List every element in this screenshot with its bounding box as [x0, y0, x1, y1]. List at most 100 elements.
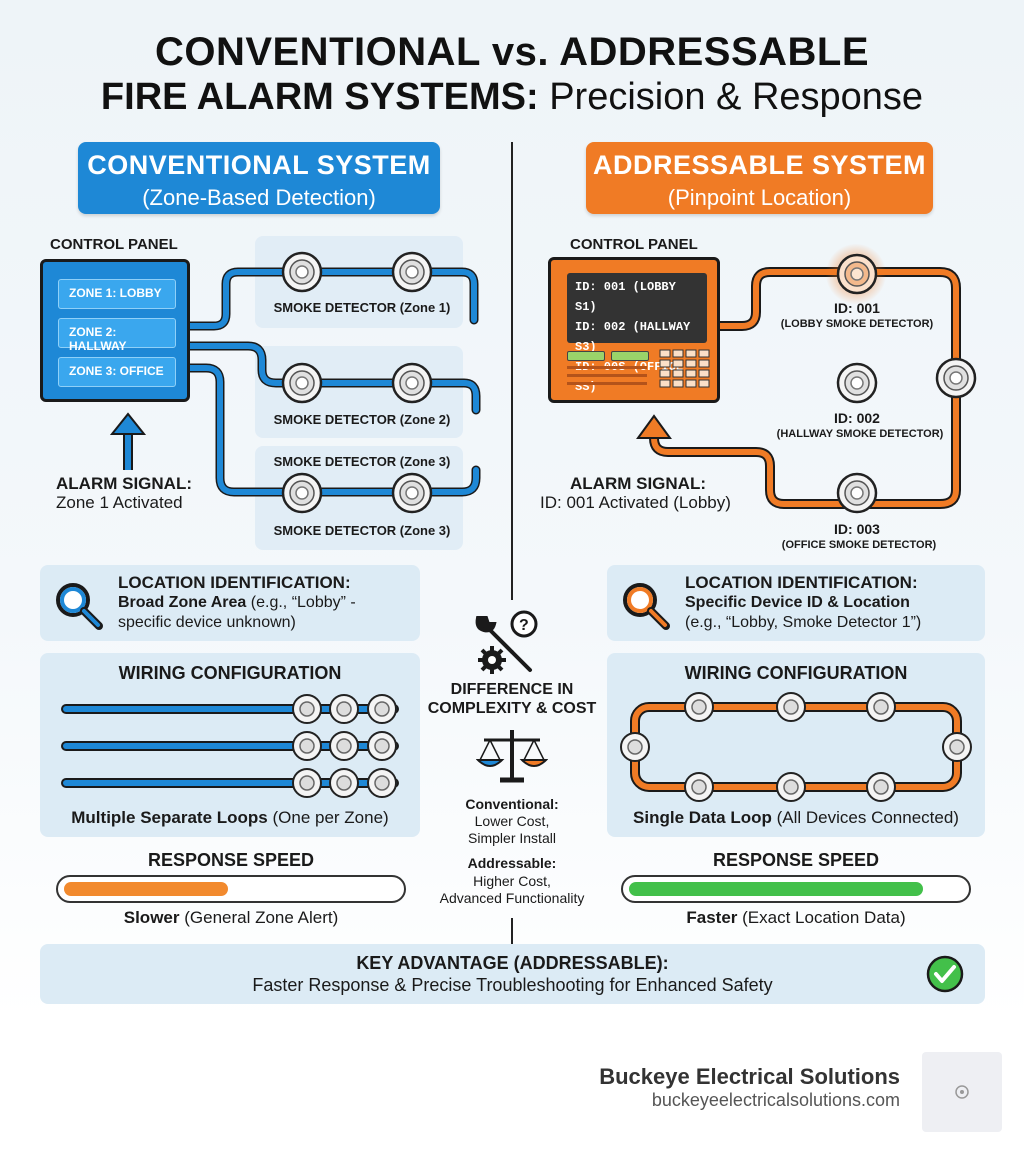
smoke-detector-icon	[935, 357, 977, 399]
smoke-detector-icon	[281, 251, 323, 293]
title-light-part: Precision & Response	[549, 76, 924, 118]
zone-2-indicator: ZONE 2: HALLWAY	[58, 318, 176, 353]
separate-loops-diagram	[61, 694, 399, 798]
center-divider	[511, 142, 513, 600]
detector-label-zone2: SMOKE DETECTOR (Zone 2)	[273, 412, 451, 427]
smoke-detector-icon	[391, 362, 433, 404]
difference-line2: COMPLEXITY & COST	[427, 700, 597, 717]
addressable-alarm-label: ALARM SIGNAL:	[570, 474, 706, 493]
page-title-line2: FIRE ALARM SYSTEMS: Precision & Response	[0, 76, 1024, 119]
magnifying-glass-icon	[623, 583, 670, 630]
conventional-response-fill	[64, 882, 228, 896]
addressable-header: ADDRESSABLE SYSTEM (Pinpoint Location)	[586, 142, 933, 214]
device-001-desc: (LOBBY SMOKE DETECTOR)	[780, 318, 934, 330]
conventional-response-title: RESPONSE SPEED	[147, 850, 315, 870]
addressable-wiring-card: WIRING CONFIGURATION Single Data Loop (A…	[607, 653, 985, 837]
conventional-panel-label: CONTROL PANEL	[50, 236, 178, 253]
addressable-header-title: ADDRESSABLE SYSTEM	[592, 150, 927, 180]
page-title-line1: CONVENTIONAL vs. ADDRESSABLE	[154, 30, 870, 74]
addressable-panel-label: CONTROL PANEL	[570, 236, 698, 253]
conventional-wiring-caption-bold: Multiple Separate Loops	[71, 808, 268, 827]
smoke-detector-icon	[281, 362, 323, 404]
conventional-location-line1: Broad Zone Area (e.g., “Lobby” -	[118, 594, 356, 612]
svg-text:?: ?	[519, 617, 529, 634]
addressable-wiring-caption-bold: Single Data Loop	[633, 808, 772, 827]
conventional-location-bold: Broad Zone Area	[118, 594, 247, 611]
addressable-response-caption: Faster (Exact Location Data)	[621, 908, 971, 928]
logo-mark-icon	[955, 1085, 969, 1099]
detector-label-zone1: SMOKE DETECTOR (Zone 1)	[273, 300, 451, 315]
smoke-detector-icon	[281, 472, 323, 514]
conventional-wiring-caption-rest: (One per Zone)	[272, 808, 389, 827]
smoke-detector-icon	[836, 472, 878, 514]
checkmark-icon	[926, 955, 964, 993]
addressable-header-subtitle: (Pinpoint Location)	[667, 185, 852, 210]
panel-vent-line	[567, 366, 647, 369]
conventional-alarm-label: ALARM SIGNAL:	[56, 474, 192, 493]
addressable-location-card: LOCATION IDENTIFICATION: Specific Device…	[607, 565, 985, 641]
addressable-response-fill	[629, 882, 923, 896]
conventional-wiring-caption: Multiple Separate Loops (One per Zone)	[40, 808, 420, 828]
addressable-wiring-caption: Single Data Loop (All Devices Connected)	[607, 808, 985, 828]
tools-icon: ?	[475, 610, 538, 674]
difference-line1: DIFFERENCE IN	[450, 681, 574, 698]
conventional-cost-label: Conventional:	[465, 796, 559, 812]
conventional-location-title: LOCATION IDENTIFICATION:	[118, 573, 351, 592]
addressable-location-title: LOCATION IDENTIFICATION:	[685, 573, 918, 592]
conventional-location-card: LOCATION IDENTIFICATION: Broad Zone Area…	[40, 565, 420, 641]
key-advantage-text: Faster Response & Precise Troubleshootin…	[252, 975, 773, 995]
conventional-wiring-card: WIRING CONFIGURATION Multiple Separate L…	[40, 653, 420, 837]
company-logo	[922, 1052, 1002, 1132]
conventional-header-title: CONVENTIONAL SYSTEM	[87, 150, 431, 180]
footer-url[interactable]: buckeyeelectricalsolutions.com	[651, 1090, 900, 1110]
keypad-icon	[659, 349, 710, 388]
title-bold-part: FIRE ALARM SYSTEMS:	[100, 76, 539, 118]
conventional-header-subtitle: (Zone-Based Detection)	[142, 185, 376, 210]
conventional-alarm-value: Zone 1 Activated	[56, 493, 183, 512]
status-led-bar	[567, 351, 605, 361]
conventional-response-bar	[56, 875, 406, 903]
screen-line: ID: 001 (LOBBY S1)	[575, 280, 676, 314]
panel-display-screen: ID: 001 (LOBBY S1) ID: 002 (HALLWAY S3) …	[567, 273, 707, 394]
conventional-location-line2: specific device unknown)	[118, 614, 296, 631]
footer-company: Buckeye Electrical Solutions	[599, 1064, 900, 1089]
conventional-wiring-title: WIRING CONFIGURATION	[118, 663, 342, 683]
conventional-response-rest: (General Zone Alert)	[184, 908, 339, 927]
conventional-wiring-diagram	[109, 267, 481, 497]
conventional-control-panel: ZONE 1: LOBBY ZONE 2: HALLWAY ZONE 3: OF…	[40, 259, 190, 402]
panel-vent-line	[567, 382, 647, 385]
single-loop-diagram	[620, 692, 972, 802]
scales-icon	[476, 730, 548, 783]
smoke-detector-icon	[391, 251, 433, 293]
conventional-response-bold: Slower	[123, 908, 180, 927]
addressable-response-bold: Faster	[686, 908, 738, 927]
addressable-response-rest: (Exact Location Data)	[742, 908, 906, 927]
addressable-cost-line1: Higher Cost,	[473, 873, 551, 889]
device-003-desc: (OFFICE SMOKE DETECTOR)	[781, 539, 937, 551]
detector-label-zone3-top: SMOKE DETECTOR (Zone 3)	[273, 454, 451, 469]
addressable-response-title: RESPONSE SPEED	[712, 850, 880, 870]
zone-3-indicator: ZONE 3: OFFICE	[58, 357, 176, 387]
device-003-id: ID: 003	[834, 521, 880, 537]
addressable-wiring-caption-rest: (All Devices Connected)	[776, 808, 959, 827]
conventional-cost-line1: Lower Cost,	[474, 813, 550, 829]
addressable-cost-label: Addressable:	[467, 855, 557, 871]
addressable-response-bar	[621, 875, 971, 903]
detector-label-zone3-bottom: SMOKE DETECTOR (Zone 3)	[273, 523, 451, 538]
addressable-cost-line2: Advanced Functionality	[439, 890, 585, 906]
status-led-bar	[611, 351, 649, 361]
key-advantage-title: KEY ADVANTAGE (ADDRESSABLE):	[356, 953, 669, 973]
conventional-location-rest: (e.g., “Lobby” -	[250, 594, 356, 611]
addressable-wiring-diagram	[636, 267, 961, 509]
zone-1-indicator: ZONE 1: LOBBY	[58, 279, 176, 309]
addressable-control-panel: ID: 001 (LOBBY S1) ID: 002 (HALLWAY S3) …	[548, 257, 720, 403]
smoke-detector-icon	[391, 472, 433, 514]
device-002-id: ID: 002	[834, 410, 880, 426]
addressable-wiring-title: WIRING CONFIGURATION	[684, 663, 908, 683]
panel-vent-line	[567, 374, 647, 377]
smoke-detector-icon	[836, 362, 878, 404]
conventional-header: CONVENTIONAL SYSTEM (Zone-Based Detectio…	[78, 142, 440, 214]
addressable-alarm-value: ID: 001 Activated (Lobby)	[540, 493, 731, 512]
screen-line: ID: 002 (HALLWAY S3)	[575, 320, 691, 354]
key-advantage-banner: KEY ADVANTAGE (ADDRESSABLE): Faster Resp…	[40, 944, 985, 1004]
